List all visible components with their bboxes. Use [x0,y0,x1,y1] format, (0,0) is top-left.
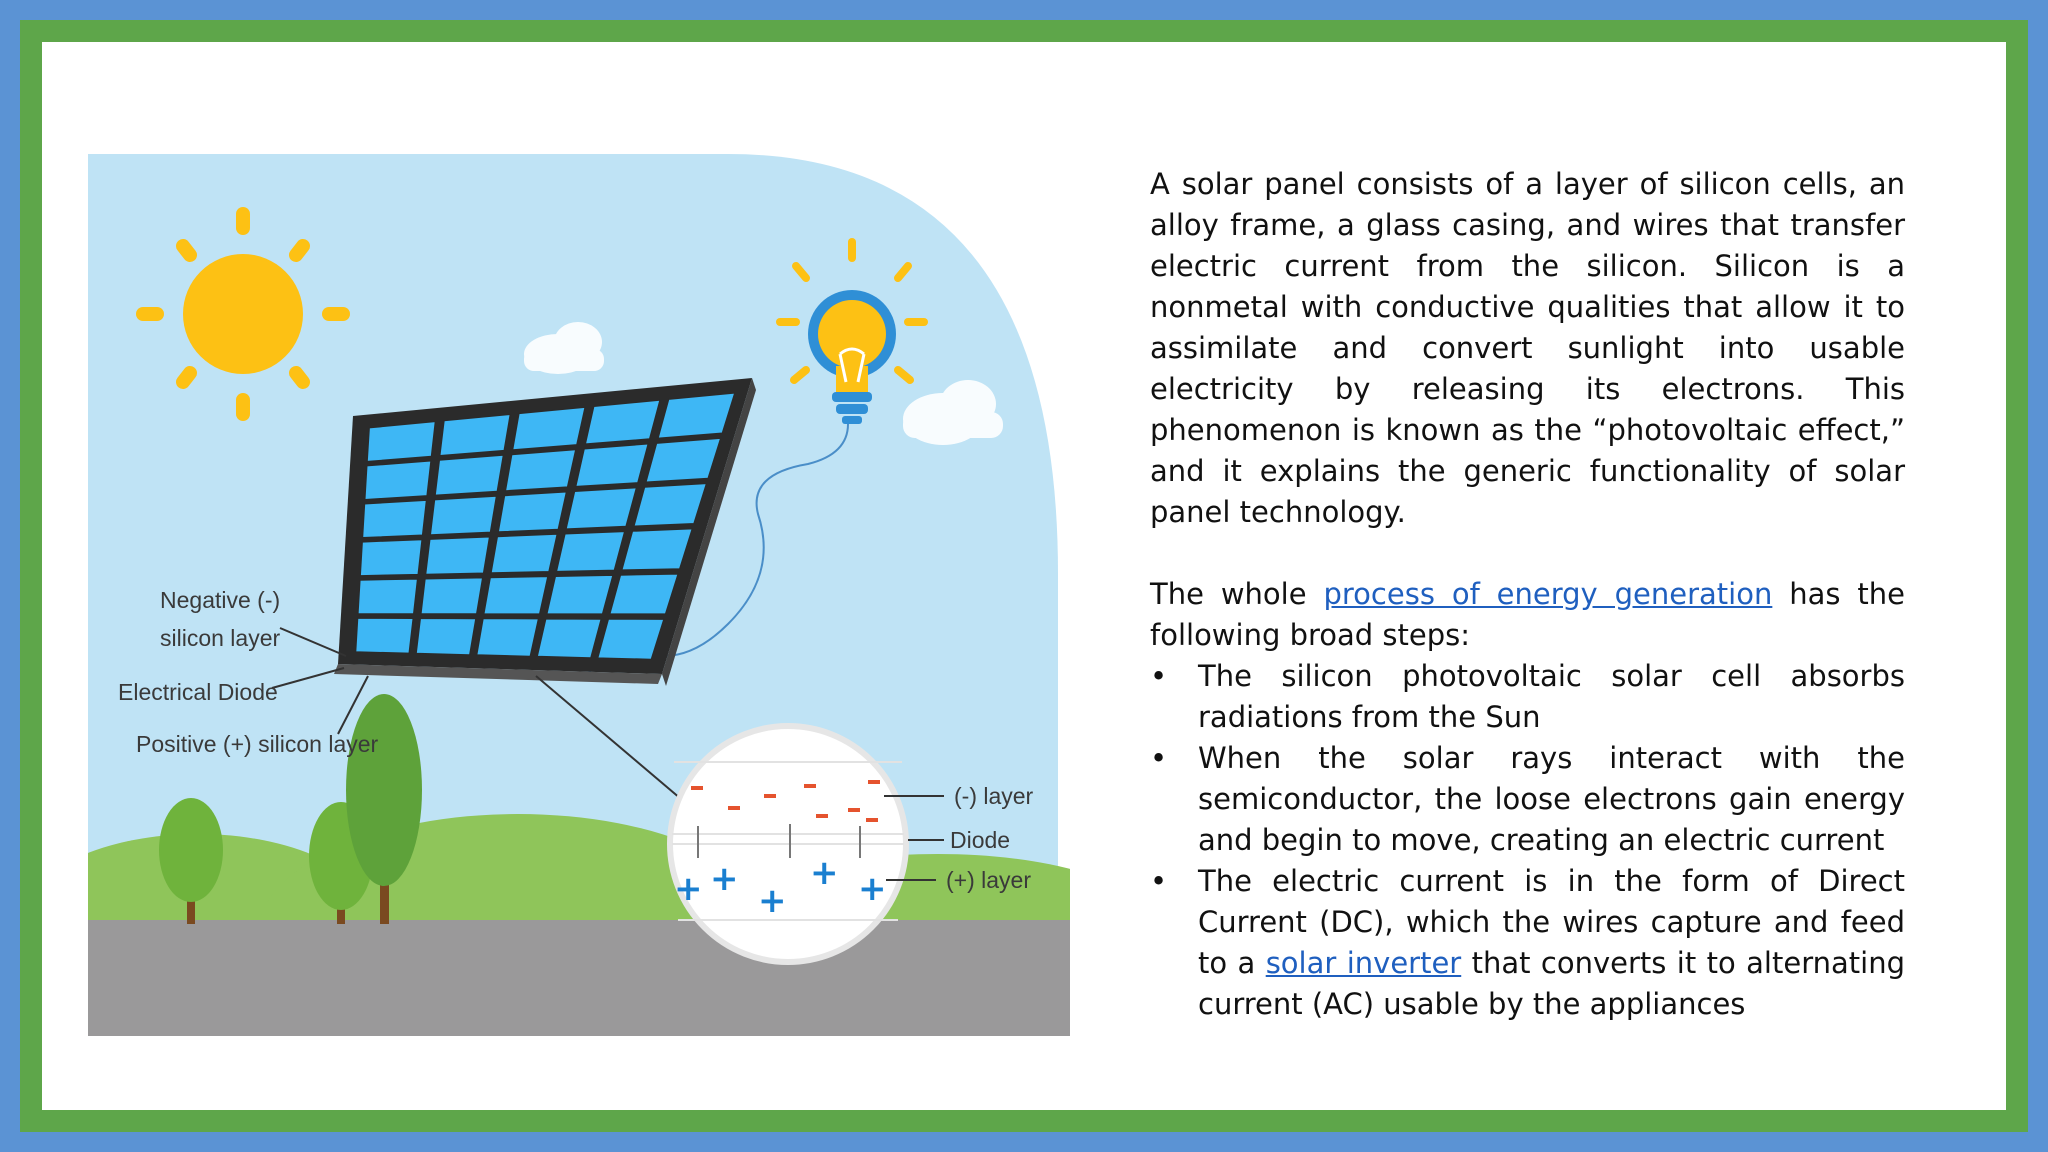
panel-cell [429,495,497,536]
positive-layer-label: Positive (+) silicon layer [136,731,379,757]
process-paragraph: The whole process of energy generation h… [1150,574,1905,656]
solar-panel [334,378,756,686]
panel-cell [597,618,665,660]
panel-cell [483,576,549,615]
diode-label: Diode [950,827,1010,853]
panel-cell [490,533,558,574]
panel-cell [359,539,423,577]
negative-layer-label-line2: silicon layer [160,625,280,651]
svg-text:+: + [758,881,787,921]
light-bulb-icon [776,238,928,424]
panel-cell [362,499,427,539]
panel-cell [584,399,661,445]
step-text-after: that converts it to alternating current … [1198,946,1905,1021]
cloud-icon [903,380,1003,445]
list-item: • When the solar rays interact with the … [1150,738,1905,861]
panel-cell [575,443,649,487]
electrical-diode-label: Electrical Diode [118,679,278,705]
panel-cell [555,531,626,572]
plus-layer-label: (+) layer [946,867,1031,893]
cloud-icon [524,322,604,374]
step-text-before: The electric current is in the form of D… [1198,864,1905,980]
panel-cell [366,421,436,462]
process-text-after: has the following broad steps: [1150,577,1905,652]
svg-text:+: + [710,859,739,899]
negative-layer-label: Negative (-) [160,587,280,613]
list-item: • The electric current is in the form of… [1150,861,1905,1025]
steps-list: • The silicon photovoltaic solar cell ab… [1150,656,1905,1025]
panel-cell [536,618,602,659]
ground [88,920,1070,1036]
process-text-before: The whole [1150,577,1324,611]
tree-icon [346,694,422,924]
magnifier-detail: + + + + + [667,723,909,965]
tree-icon [159,798,223,924]
panel-cell [434,454,504,496]
panel-cell [439,413,511,457]
panel-cell [504,449,577,492]
panel-cell [621,528,693,571]
intro-paragraph: A solar panel consists of a layer of sil… [1150,167,1905,529]
panel-cell [364,460,432,501]
panel-cell [425,536,490,575]
panel-cell [357,578,418,615]
panel-cell [546,574,614,615]
panel-cell [609,573,679,615]
process-link[interactable]: process of energy generation [1323,577,1773,611]
panel-cell [497,491,567,533]
list-item: • The silicon photovoltaic solar cell ab… [1150,656,1905,738]
solar-inverter-link[interactable]: solar inverter [1265,946,1462,980]
panel-cell [512,406,586,451]
minus-layer-label: (-) layer [954,783,1034,809]
panel-cell [565,487,637,530]
panel-cell [355,617,414,654]
step-text: The silicon photovoltaic solar cell abso… [1198,659,1905,734]
description-text: A solar panel consists of a layer of sil… [1150,164,1905,1025]
bullet: • [1150,864,1168,898]
solar-panel-illustration: Negative (-) silicon layer Electrical Di… [88,154,1070,1036]
bullet: • [1150,659,1168,693]
panel-cell [645,437,722,483]
bullet: • [1150,741,1168,775]
panel-cell [657,392,736,439]
panel-cell [476,618,539,657]
step-text: When the solar rays interact with the se… [1198,741,1905,857]
sun-icon [136,207,350,421]
panel-cell [420,577,484,615]
svg-text:+: + [674,869,703,909]
svg-text:+: + [810,853,839,893]
svg-text:+: + [858,869,887,909]
panel-cell [633,483,707,527]
panel-cell [415,617,477,656]
